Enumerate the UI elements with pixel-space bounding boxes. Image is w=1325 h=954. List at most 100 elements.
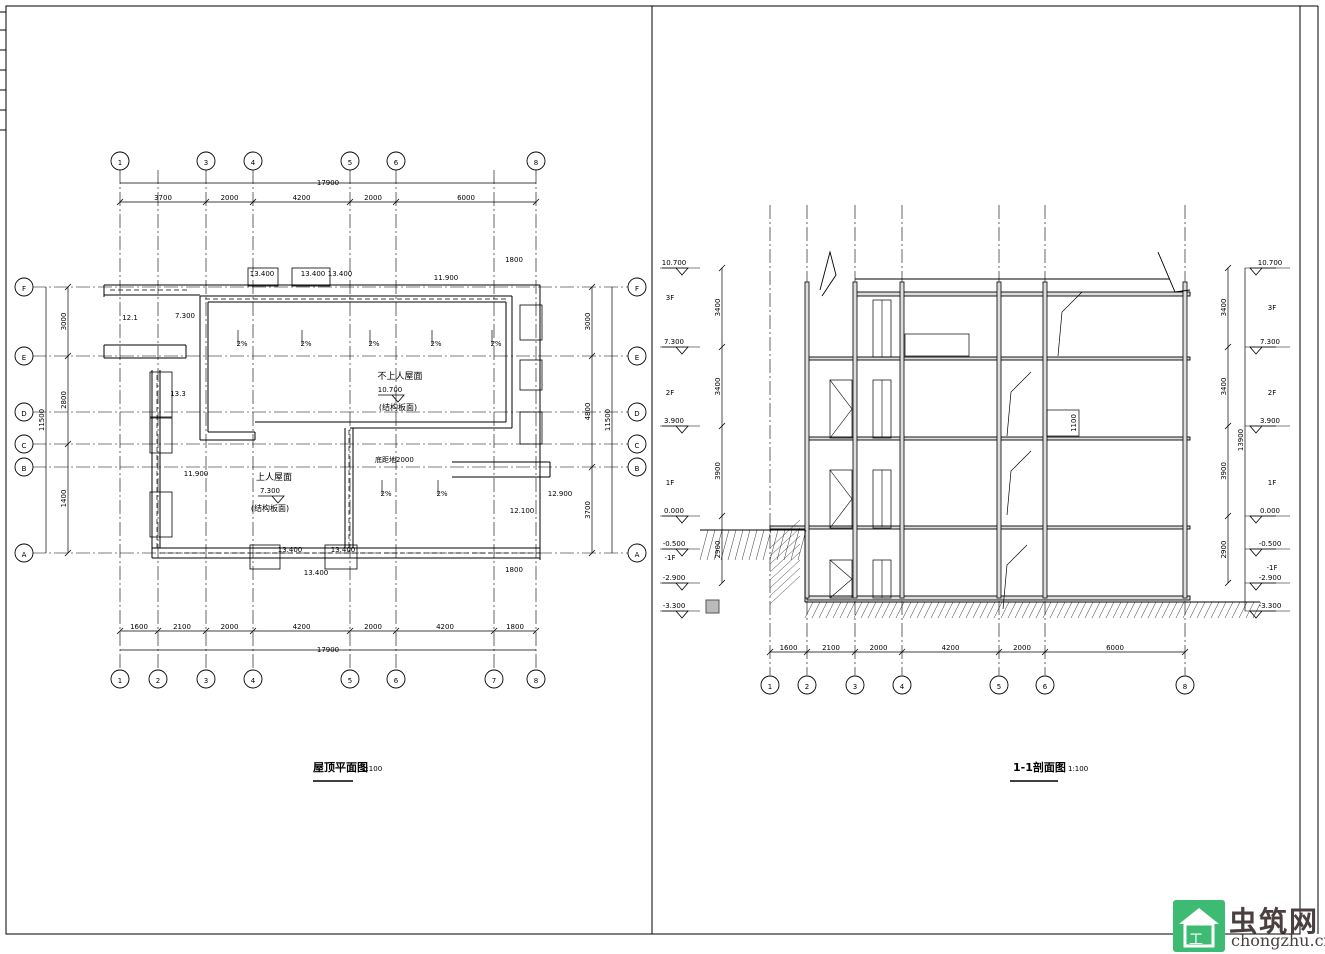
dimension-text: 2100 [173,623,191,631]
elevation-mark [662,425,689,434]
hatch [1070,601,1080,619]
hatch [1245,601,1255,619]
hatch [776,529,786,561]
axis-bubble [243,669,263,689]
watermark-logo: 工 虫筑网 chongzhu.cn [1173,900,1325,954]
hatch [979,601,989,619]
slope-text: 2% [236,340,247,348]
dimension-text: 2000 [870,644,888,652]
hatch [825,601,835,619]
elevation-text: 12.100 [510,507,535,515]
elevation-text: 13.3 [170,390,186,398]
roof-element [519,304,543,341]
hatch [1154,601,1164,619]
hatch [769,529,779,561]
hatch [1217,601,1227,619]
dimension-text: 4800 [584,403,592,421]
axis-bubble [196,669,216,689]
hatch [839,601,849,619]
section-scale: 1:100 [1068,765,1088,773]
dim-tick [851,648,859,656]
axis-bubble [627,402,647,422]
axis-label: 8 [534,677,538,685]
hatch [958,601,968,619]
axis-bubble [110,669,130,689]
elevation-text: 7.300 [175,312,195,320]
roof-element [149,491,173,538]
dimension-text: 1800 [506,623,524,631]
hatch [699,529,709,561]
door [829,469,853,529]
axis-label: 1 [768,683,772,691]
hatch [1168,601,1178,619]
hatch [986,601,996,619]
elevation-text: -3.300 [663,602,686,610]
dim-tick [64,283,72,291]
hatch [1196,601,1206,619]
hatch [1189,601,1199,619]
dim-tick [532,627,540,635]
dimension-text: 4200 [293,194,311,202]
column [804,281,810,599]
elevation-text: 7.300 [260,487,280,495]
hatch [741,529,751,561]
hatch [1161,601,1171,619]
roof-element [519,359,543,391]
hatch [1063,601,1073,619]
hatch [769,543,801,573]
dimension-text: 3400 [714,299,722,317]
dim-tick [588,549,596,557]
dimension-text: 3400 [1220,378,1228,396]
axis-label: 4 [900,683,905,691]
axis-bubble [340,669,360,689]
svg-text:工: 工 [1189,932,1203,948]
axis-bubble [386,669,406,689]
axis-bubble [14,457,34,477]
hatch [1224,601,1234,619]
axis-label: 6 [394,677,399,685]
elevation-mark [662,582,689,591]
elevation-text: 13.400 [331,546,356,554]
elevation-mark [662,515,689,524]
elevation-text: 0.000 [1260,507,1280,515]
section-title: 1-1剖面图 [1013,760,1066,774]
gutter-note: 底距地2000 [375,455,414,464]
dimension-text: 6000 [1106,644,1124,652]
elevation-mark [378,394,405,403]
dim-tick [346,627,354,635]
hatch [1175,601,1185,619]
roof-lower-label: 上人屋面 [256,472,292,483]
stair-profile [1006,371,1032,437]
hatch [1049,601,1059,619]
dimension-text: 6000 [457,194,475,202]
axis-bubble [526,669,546,689]
hatch [916,601,926,619]
rail-height: 1100 [1070,414,1078,432]
hatch [888,601,898,619]
axis-label: 7 [492,677,496,685]
dimension-total: 11500 [604,409,612,431]
elevation-text: -2.900 [1259,574,1282,582]
dimension-text: 3000 [584,313,592,331]
dim-tick [64,440,72,448]
elevation-mark [1249,582,1276,591]
dim-tick [1224,579,1232,587]
axis-bubble [196,151,216,171]
elevation-text: 13.400 [328,270,353,278]
elevation-text: -0.500 [1259,540,1282,548]
column [899,281,905,599]
axis-label: 8 [1183,683,1187,691]
elevation-text: 10.700 [1258,259,1283,267]
dim-tick [718,512,726,520]
floor-tag: -1F [664,554,675,562]
hatch [937,601,947,619]
dimension-total: 11500 [38,409,46,431]
slope-text: 2% [368,340,379,348]
dim-tick [995,648,1003,656]
hatch [930,601,940,619]
axis-bubble [14,434,34,454]
hatch [860,601,870,619]
hatch [727,529,737,561]
floor-tag: 3F [666,294,674,302]
